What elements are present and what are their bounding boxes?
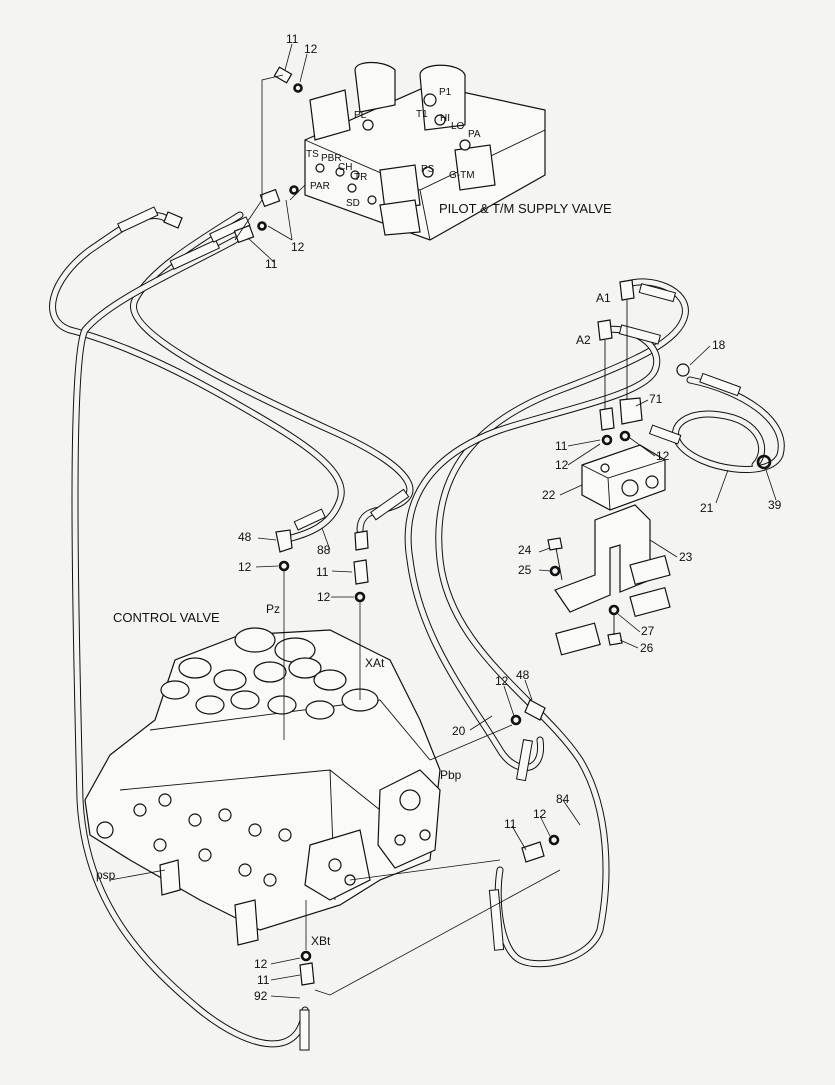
callout-label: 11	[265, 257, 278, 271]
callout-label: 22	[542, 488, 556, 502]
port-label: PAR	[310, 181, 330, 192]
callout-label: 48	[238, 530, 252, 544]
callout-label: 18	[712, 338, 726, 352]
callout-label: 11	[286, 32, 299, 46]
callout-label: 21	[700, 501, 714, 515]
control-valve-title: CONTROL VALVE	[113, 610, 220, 625]
port-label: PS	[421, 164, 435, 175]
callout-label: 27	[641, 624, 655, 638]
callout-label: 12	[238, 560, 252, 574]
callout-label: 11	[257, 973, 270, 987]
port-label: psp	[96, 868, 116, 882]
callout-numbers: 11 12 12 11 48 12 88 11 12 18 71 11 12 1…	[238, 32, 782, 1003]
block-port-a2: A2	[576, 333, 591, 347]
callout-label: 12	[291, 240, 305, 254]
callout-label: 12	[317, 590, 331, 604]
callout-label: 71	[649, 392, 663, 406]
port-label: T1	[416, 109, 428, 120]
callout-label: 12	[555, 458, 569, 472]
port-label: PA	[468, 129, 481, 140]
port-label: HI	[440, 113, 450, 124]
port-label: XBt	[311, 934, 331, 948]
port-label: LO	[451, 121, 465, 132]
port-label: TS	[306, 149, 319, 160]
port-label: G-TM	[449, 170, 475, 181]
hose-84	[435, 278, 689, 968]
callout-label: 23	[679, 550, 693, 564]
callout-label: 48	[516, 668, 530, 682]
callout-label: 12	[254, 957, 268, 971]
valve-block-assembly	[547, 279, 772, 656]
callout-label: 20	[452, 724, 466, 738]
port-label: PL	[354, 110, 367, 121]
callout-label: 12	[495, 674, 509, 688]
callout-label: 84	[556, 792, 570, 806]
callout-label: 26	[640, 641, 654, 655]
port-label: CH	[338, 162, 352, 173]
port-label: P1	[439, 87, 452, 98]
port-label: TR	[354, 172, 367, 183]
block-port-a1: A1	[596, 291, 611, 305]
hose-braid-sleeves	[117, 206, 742, 1051]
callout-label: 11	[316, 565, 329, 579]
callout-label: 11	[555, 439, 568, 453]
callout-label: 92	[254, 989, 268, 1003]
port-label: XAt	[365, 656, 385, 670]
supply-valve-title: PILOT & T/M SUPPLY VALVE	[439, 201, 612, 216]
hose-lines	[49, 211, 785, 1048]
port-label: Pz	[266, 602, 280, 616]
callout-label: 12	[656, 449, 670, 463]
callout-label: 11	[504, 817, 517, 831]
callout-label: 12	[533, 807, 547, 821]
hose-left-loop	[49, 211, 345, 544]
callout-label: 25	[518, 563, 532, 577]
control-valve	[84, 627, 441, 946]
callout-label: 88	[317, 543, 331, 557]
callout-label: 24	[518, 543, 532, 557]
supply-valve-fittings	[163, 66, 306, 244]
port-label: Pbp	[440, 768, 462, 782]
port-label: PBR	[321, 153, 342, 164]
control-valve-fittings	[109, 529, 561, 996]
port-label: SD	[346, 198, 360, 209]
callout-label: 12	[304, 42, 318, 56]
callout-leaders	[247, 43, 777, 999]
supply-valve-port-labels: PL P1 T1 HI LO PA TS PBR CH TR PAR SD PS…	[306, 87, 481, 209]
pilot-supply-valve	[304, 61, 546, 241]
callout-label: 39	[768, 498, 782, 512]
